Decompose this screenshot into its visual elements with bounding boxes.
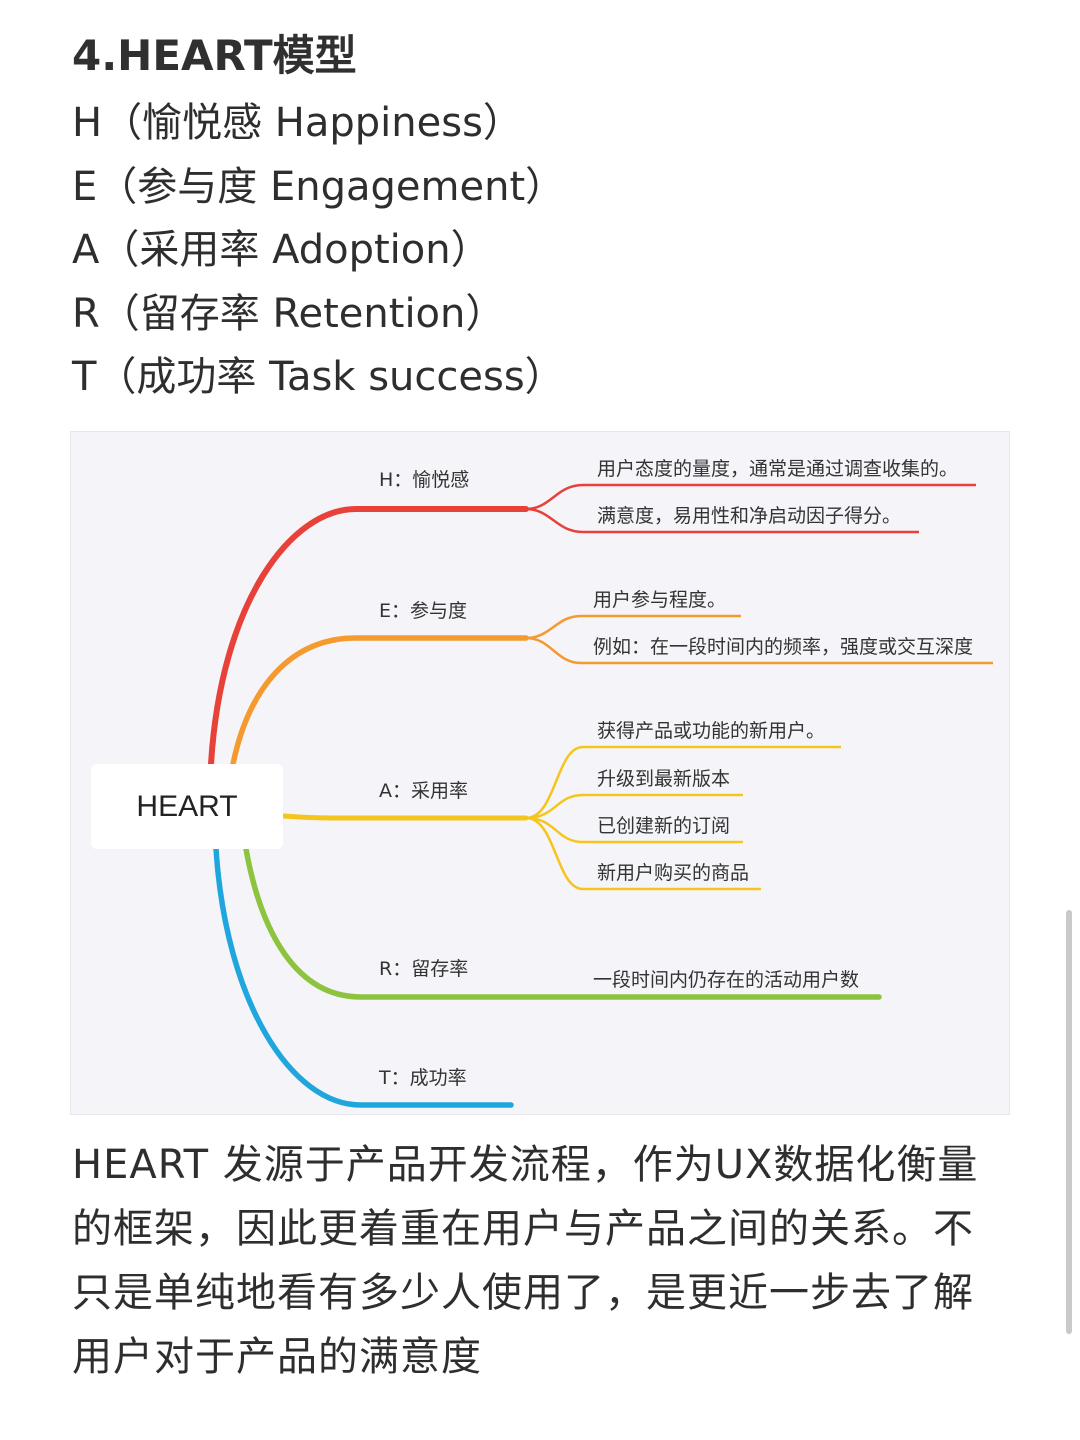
branch-a-leaf4-connector bbox=[525, 816, 761, 891]
branch-e-connector bbox=[230, 635, 529, 767]
branch-h-leaf1-connector bbox=[525, 483, 976, 511]
mindmap-center-node: HEART bbox=[91, 764, 283, 849]
leaf-a-3: 已创建新的订阅 bbox=[597, 815, 731, 837]
dimension-item-t: T（成功率 Task success） bbox=[72, 354, 565, 400]
branch-h-connector bbox=[208, 506, 529, 767]
branch-e-leaf1-connector bbox=[525, 614, 741, 640]
branch-e-leaf2-connector bbox=[525, 636, 993, 665]
branch-a-leaf1-connector bbox=[525, 745, 841, 820]
leaf-r-1: 一段时间内仍存在的活动用户数 bbox=[593, 969, 860, 991]
branch-a-leaf3-connector bbox=[525, 816, 743, 844]
description-paragraph: HEART 发源于产品开发流程，作为UX数据化衡量的框架，因此更着重在用户与产品… bbox=[72, 1142, 979, 1380]
leaf-h-1: 用户态度的量度，通常是通过调查收集的。 bbox=[597, 458, 959, 480]
vertical-scrollbar[interactable] bbox=[1066, 910, 1072, 1334]
dimension-item-e: E（参与度 Engagement） bbox=[72, 163, 566, 210]
branch-a-leaf2-connector bbox=[525, 793, 743, 820]
branch-a-connector bbox=[280, 813, 529, 821]
branch-h-leaf2-connector bbox=[525, 507, 919, 534]
leaf-a-4: 新用户购买的商品 bbox=[597, 862, 750, 884]
dimension-item-h: H（愉悦感 Happiness） bbox=[72, 100, 523, 146]
leaf-e-2: 例如：在一段时间内的频率，强度或交互深度 bbox=[593, 636, 974, 658]
section-heading: 4.HEART模型 bbox=[72, 31, 357, 80]
dimension-item-a: A（采用率 Adoption） bbox=[72, 227, 491, 273]
branch-label-t: T：成功率 bbox=[379, 1067, 467, 1089]
branch-r-connector bbox=[243, 846, 882, 1000]
branch-label-a: A：采用率 bbox=[379, 780, 468, 802]
branch-t-connector bbox=[213, 846, 514, 1108]
branch-label-e: E：参与度 bbox=[379, 600, 468, 622]
dimension-item-r: R（留存率 Retention） bbox=[72, 290, 506, 337]
heart-dimension-list: H（愉悦感 Happiness） E（参与度 Engagement） A（采用率… bbox=[72, 92, 565, 410]
branch-label-r: R：留存率 bbox=[379, 958, 469, 980]
leaf-a-1: 获得产品或功能的新用户。 bbox=[597, 720, 826, 742]
heart-mindmap: HEART H：愉悦感 用户态度的量度，通常是通过调查收集的。 满意度，易用性和… bbox=[70, 431, 1010, 1115]
leaf-e-1: 用户参与程度。 bbox=[593, 589, 727, 611]
leaf-h-2: 满意度，易用性和净启动因子得分。 bbox=[597, 505, 902, 527]
mindmap-connectors bbox=[208, 483, 993, 1108]
leaf-a-2: 升级到最新版本 bbox=[597, 768, 731, 790]
branch-label-h: H：愉悦感 bbox=[379, 469, 470, 491]
